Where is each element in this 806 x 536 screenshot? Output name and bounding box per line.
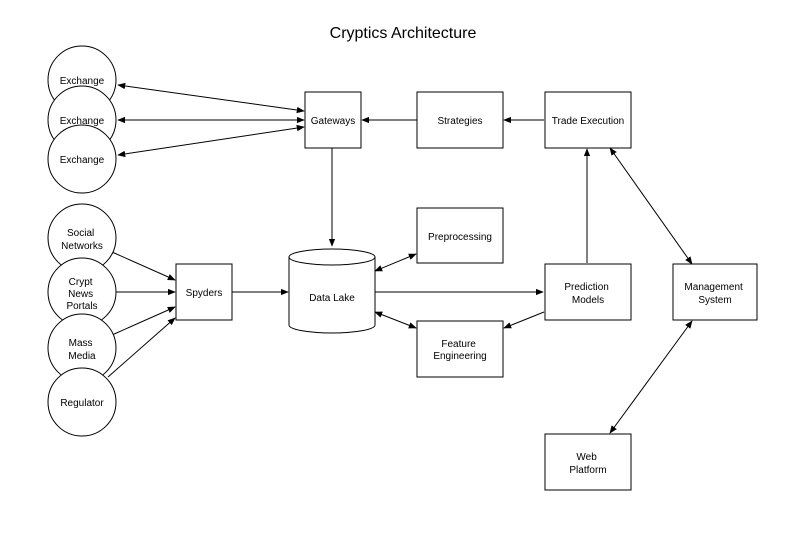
edge-gateways-exchange-3 (117, 124, 305, 158)
node-label: Regulator (60, 398, 104, 409)
node-strategies[interactable]: Strategies (416, 91, 504, 149)
node-label: Preprocessing (428, 232, 492, 243)
node-label: Exchange (60, 116, 105, 127)
node-spyders[interactable]: Spyders (175, 263, 233, 321)
node-exchange-3[interactable]: Exchange (47, 124, 117, 194)
node-label: Web Platform (569, 452, 606, 476)
node-feature-engineering[interactable]: Feature Engineering (416, 320, 504, 378)
node-label: Feature Engineering (433, 339, 486, 362)
node-prediction-models[interactable]: Prediction Models (544, 263, 632, 321)
node-label: Trade Execution (552, 116, 624, 127)
node-label: Exchange (60, 76, 105, 87)
node-management-system[interactable]: Management System (672, 263, 758, 321)
edge-gateways-exchange-1 (117, 82, 305, 114)
node-gateways[interactable]: Gateways (304, 91, 362, 149)
node-label: Management System (684, 282, 745, 306)
node-label: Data Lake (309, 293, 355, 304)
edge-data-lake-feature-engineering (374, 311, 417, 329)
diagram-title: Cryptics Architecture (330, 25, 477, 42)
node-regulator[interactable]: Regulator (47, 367, 117, 437)
edge-mass-media-spyders (111, 306, 176, 336)
node-label: Mass Media (68, 338, 96, 362)
node-crypt-news-portals[interactable]: Crypt News Portals (47, 257, 117, 327)
edge-management-web-platform (609, 320, 693, 434)
edge-trade-execution-management (609, 147, 693, 265)
node-label: Prediction Models (564, 282, 611, 306)
edge-prediction-feature-engineering (503, 311, 545, 329)
node-preprocessing[interactable]: Preprocessing (416, 207, 504, 264)
node-web-platform[interactable]: Web Platform (544, 433, 632, 491)
node-data-lake[interactable]: Data Lake (288, 248, 376, 334)
node-label: Strategies (437, 116, 482, 127)
edge-data-lake-preprocessing (374, 253, 417, 272)
node-label: Gateways (311, 116, 355, 127)
edge-social-spyders (111, 251, 176, 281)
node-label: Crypt News Portals (66, 277, 97, 312)
node-trade-execution[interactable]: Trade Execution (544, 91, 632, 149)
node-label: Social Networks (61, 228, 103, 252)
edges (107, 82, 693, 434)
node-mass-media[interactable]: Mass Media (47, 313, 117, 383)
node-label: Exchange (60, 155, 105, 166)
node-label: Spyders (186, 288, 223, 299)
edge-regulator-spyders (107, 317, 176, 378)
